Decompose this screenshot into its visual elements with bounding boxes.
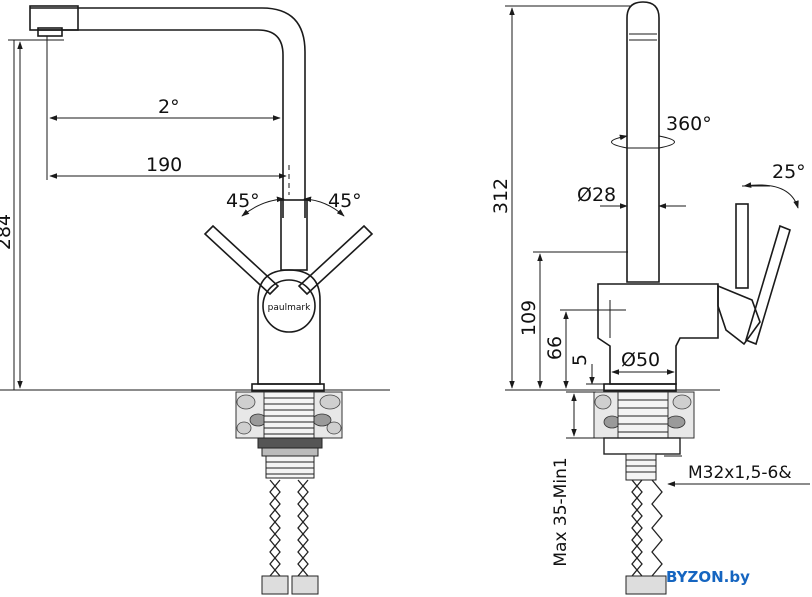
brand-badge (262, 279, 316, 333)
mount-thickness-label: Max 35-Min1 (551, 457, 571, 566)
side-mounting-block (593, 391, 695, 481)
side-body (597, 283, 719, 385)
dim-5-label: 5 (569, 354, 591, 366)
spout-head (29, 5, 79, 31)
braided-hoses (261, 479, 319, 595)
spout (30, 7, 306, 218)
dim-2deg-label: 2° (158, 96, 180, 118)
front-view: 45° 45° paulmark 284 2° 190 (0, 5, 390, 595)
lever-angle-left: 45° (226, 190, 260, 212)
lever-angle-right: 45° (328, 190, 362, 212)
mounting-block (235, 391, 343, 479)
dim-312-label: 312 (490, 178, 512, 214)
watermark: BYZON.by (666, 568, 750, 586)
side-braided-hoses (625, 479, 667, 595)
side-spout-tube (626, 1, 660, 283)
brand-logo: paulmark (268, 303, 311, 313)
dim-284-label: 284 (0, 214, 15, 250)
aerator (37, 27, 63, 37)
base-diameter-label: Ø50 (621, 349, 660, 371)
swivel-label: 360° (666, 113, 712, 135)
side-lever (717, 203, 791, 346)
side-base-ring (603, 383, 677, 392)
dim-190-label: 190 (146, 154, 182, 176)
body-diameter-label: Ø28 (577, 184, 616, 206)
side-view: 360° Ø28 25° 312 109 66 (490, 1, 810, 595)
lever-handles (203, 224, 374, 296)
thread-label: M32x1,5-6& (688, 463, 792, 483)
lever-column (280, 199, 308, 271)
base-ring (251, 383, 325, 392)
faucet-body (257, 269, 321, 385)
lever-angle-label: 25° (772, 161, 806, 183)
dim-66-label: 66 (544, 336, 566, 360)
dim-109-label: 109 (518, 300, 540, 336)
